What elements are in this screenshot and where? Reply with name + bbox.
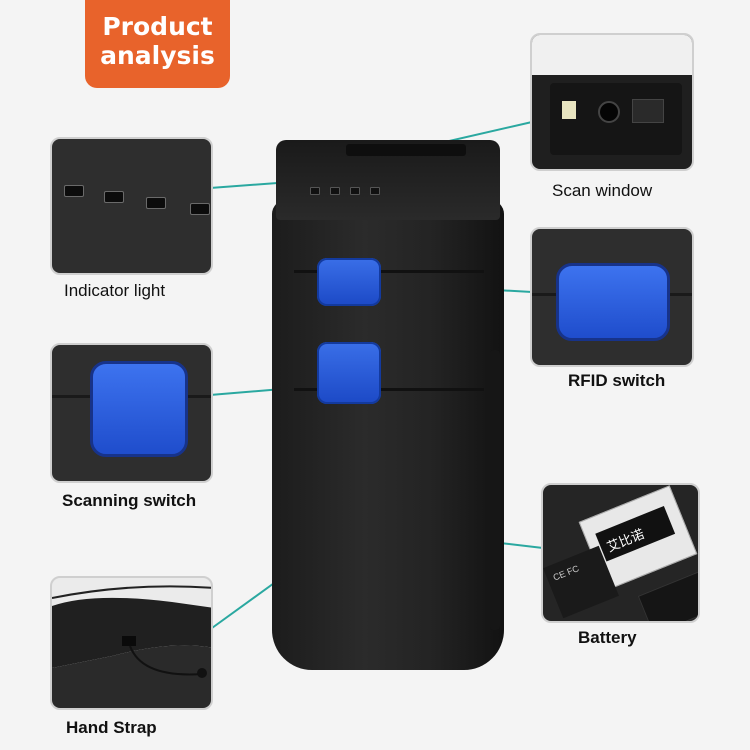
badge-line-1: Product (102, 12, 213, 41)
scanning-switch-panel (50, 343, 213, 483)
rfid-switch-panel (530, 227, 694, 367)
indicator-light-panel (50, 137, 213, 275)
scan-window-label: Scan window (552, 181, 653, 200)
rfid-switch-label: RFID switch (568, 371, 666, 390)
battery-marks: CE FC (551, 563, 581, 583)
battery-panel: 艾比诺 CE FC (541, 483, 700, 623)
product-analysis-badge: Product analysis (85, 0, 230, 88)
badge-line-2: analysis (100, 41, 215, 70)
device-groove (294, 388, 484, 391)
scanning-switch-label: Scanning switch (62, 491, 197, 510)
device-indicator-lights (310, 182, 390, 200)
device-scan-window (346, 144, 466, 156)
hand-strap-label: Hand Strap (66, 718, 157, 737)
device-side-edge (490, 350, 500, 630)
hand-strap-panel (50, 576, 213, 710)
device-body (272, 200, 504, 670)
battery-label: Battery (578, 628, 637, 647)
scan-window-panel (530, 33, 694, 171)
barcode-scanner-device (272, 140, 504, 670)
indicator-light-label: Indicator light (64, 281, 166, 300)
device-top (276, 140, 500, 220)
device-groove (294, 270, 484, 273)
device-rfid-button (317, 258, 381, 306)
device-scan-button (317, 342, 381, 404)
